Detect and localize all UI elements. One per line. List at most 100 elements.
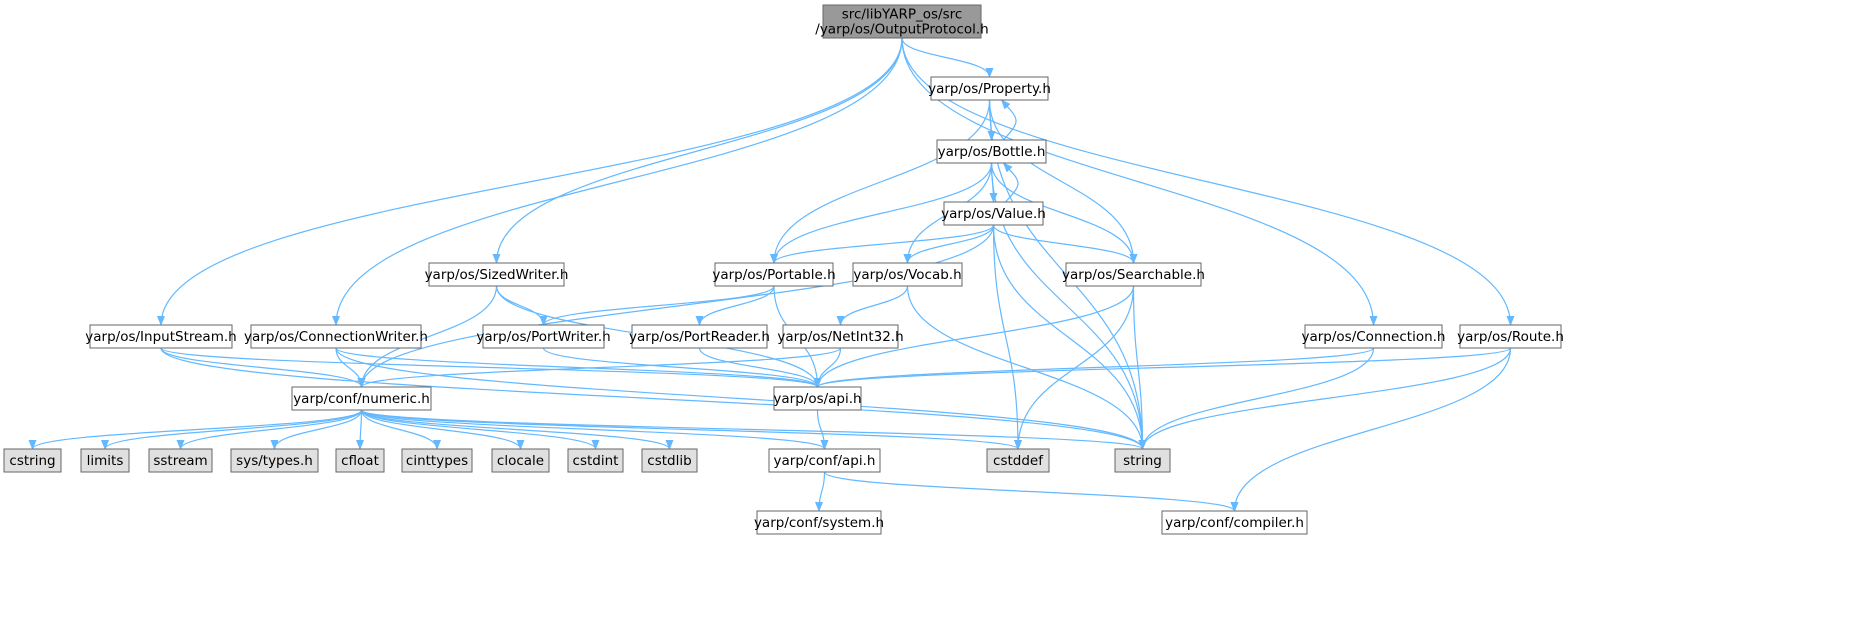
node-label: yarp/os/ConnectionWriter.h	[244, 329, 428, 345]
node-label: cstdlib	[647, 453, 691, 469]
node-box	[852, 262, 963, 287]
edge-property-to-portable	[770, 99, 991, 264]
node-box	[943, 201, 1044, 226]
edge-numeric-to-cstdlib	[360, 409, 674, 450]
node-confapi[interactable]: yarp/conf/api.h	[768, 448, 881, 473]
node-label: yarp/os/PortReader.h	[629, 329, 770, 345]
node-label: cstdint	[573, 453, 619, 469]
edge-connwriter-to-string	[335, 347, 1147, 450]
node-osapi[interactable]: yarp/os/api.h	[773, 386, 862, 411]
edge-portable-to-portwriter	[539, 285, 775, 326]
node-portable[interactable]: yarp/os/Portable.h	[712, 262, 836, 287]
node-box	[250, 324, 422, 349]
node-vocab[interactable]: yarp/os/Vocab.h	[852, 262, 963, 287]
node-box	[936, 139, 1047, 164]
edge-portable-to-portreader	[695, 285, 775, 326]
edge-root-to-property	[901, 37, 994, 78]
node-label: yarp/os/Portable.h	[712, 267, 835, 283]
edge-sizedwriter-to-numeric	[357, 285, 498, 388]
node-label: yarp/os/Vocab.h	[853, 267, 961, 283]
node-searchable[interactable]: yarp/os/Searchable.h	[1062, 262, 1205, 287]
edge-value-to-cstddef	[992, 224, 1022, 450]
node-string: string	[1114, 448, 1171, 473]
edge-inputstream-to-osapi	[160, 347, 822, 388]
node-label: yarp/conf/compiler.h	[1165, 515, 1304, 531]
node-box	[1459, 324, 1562, 349]
node-cinttypes: cinttypes	[401, 448, 473, 473]
node-label: yarp/os/SizedWriter.h	[425, 267, 569, 283]
node-label: yarp/conf/system.h	[754, 515, 884, 531]
node-label: /yarp/os/OutputProtocol.h	[815, 22, 988, 38]
edge-connwriter-to-osapi	[335, 347, 822, 388]
edge-route-to-osapi	[813, 347, 1512, 388]
edge-bottle-to-property	[1000, 99, 1017, 141]
node-connection[interactable]: yarp/os/Connection.h	[1301, 324, 1446, 349]
node-connwriter[interactable]: yarp/os/ConnectionWriter.h	[244, 324, 428, 349]
node-box	[986, 448, 1050, 473]
node-box	[631, 324, 768, 349]
node-compiler[interactable]: yarp/conf/compiler.h	[1161, 510, 1308, 535]
node-box	[491, 448, 550, 473]
node-box	[714, 262, 834, 287]
edge-numeric-to-cstddef	[360, 409, 1022, 450]
edge-osapi-to-confapi	[816, 409, 829, 450]
node-system[interactable]: yarp/conf/system.h	[754, 510, 884, 535]
node-box	[756, 510, 882, 535]
edge-numeric-to-systypes	[270, 409, 363, 450]
node-box	[768, 448, 881, 473]
node-label: yarp/os/Property.h	[928, 81, 1051, 97]
edge-numeric-to-cstring	[28, 409, 363, 450]
edge-value-to-searchable	[992, 224, 1138, 264]
edge-route-to-compiler	[1230, 347, 1512, 512]
edge-numeric-to-clocale	[360, 409, 525, 450]
node-box	[428, 262, 565, 287]
edge-connection-to-string	[1138, 347, 1375, 450]
node-label: cfloat	[341, 453, 379, 469]
node-label: sstream	[153, 453, 207, 469]
node-route[interactable]: yarp/os/Route.h	[1457, 324, 1564, 349]
edge-netint32-to-numeric	[357, 347, 842, 388]
node-box	[567, 448, 624, 473]
edge-value-to-vocab	[903, 224, 995, 264]
node-netint32[interactable]: yarp/os/NetInt32.h	[777, 324, 904, 349]
node-label: sys/types.h	[236, 453, 313, 469]
edge-sizedwriter-to-portwriter	[495, 285, 548, 326]
edge-vocab-to-string	[906, 285, 1147, 450]
node-label: yarp/os/Route.h	[1457, 329, 1564, 345]
node-box	[773, 386, 862, 411]
node-box	[89, 324, 233, 349]
node-numeric[interactable]: yarp/conf/numeric.h	[291, 386, 432, 411]
node-box	[822, 4, 982, 39]
edge-numeric-to-sstream	[176, 409, 363, 450]
node-inputstream[interactable]: yarp/os/InputStream.h	[85, 324, 237, 349]
edge-confapi-to-compiler	[823, 471, 1239, 512]
node-root[interactable]: src/libYARP_os/src/yarp/os/OutputProtoco…	[815, 4, 989, 39]
edge-numeric-to-cinttypes	[360, 409, 441, 450]
node-label: yarp/os/Searchable.h	[1062, 267, 1205, 283]
node-label: clocale	[497, 453, 544, 469]
node-portwriter[interactable]: yarp/os/PortWriter.h	[476, 324, 611, 349]
edge-numeric-to-cstdint	[360, 409, 600, 450]
node-portreader[interactable]: yarp/os/PortReader.h	[629, 324, 770, 349]
node-clocale: clocale	[491, 448, 550, 473]
node-sizedwriter[interactable]: yarp/os/SizedWriter.h	[425, 262, 569, 287]
node-label: cstring	[9, 453, 55, 469]
node-systypes: sys/types.h	[230, 448, 319, 473]
edge-portwriter-to-osapi	[542, 347, 822, 388]
node-box	[148, 448, 213, 473]
node-cstdint: cstdint	[567, 448, 624, 473]
node-cstddef: cstddef	[986, 448, 1050, 473]
node-value[interactable]: yarp/os/Value.h	[941, 201, 1046, 226]
node-box	[230, 448, 319, 473]
node-sstream: sstream	[148, 448, 213, 473]
node-cstring: cstring	[3, 448, 62, 473]
edge-inputstream-to-string	[160, 347, 1147, 450]
node-box	[3, 448, 62, 473]
node-bottle[interactable]: yarp/os/Bottle.h	[936, 139, 1047, 164]
node-property[interactable]: yarp/os/Property.h	[928, 76, 1051, 101]
edge-numeric-to-confapi	[360, 409, 829, 450]
node-limits: limits	[80, 448, 130, 473]
node-box	[291, 386, 432, 411]
edge-value-to-portable	[770, 224, 995, 264]
node-box	[482, 324, 605, 349]
